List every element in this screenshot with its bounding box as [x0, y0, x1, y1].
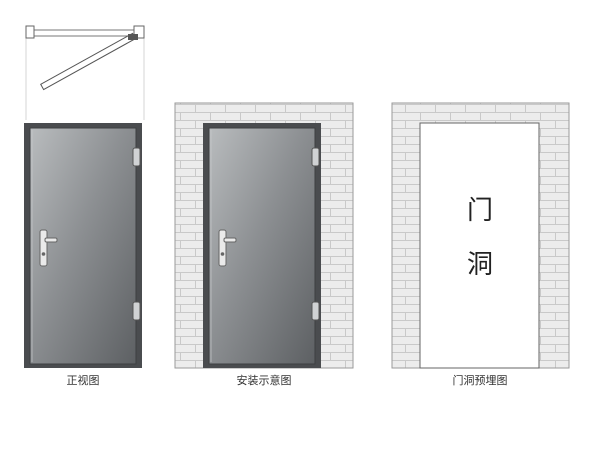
hinge-icon	[132, 147, 141, 321]
plan-view	[25, 25, 145, 120]
door-handle-icon	[218, 229, 237, 267]
opening-view	[391, 102, 570, 369]
opening-label-char-2: 洞	[466, 250, 493, 280]
door-handle-icon	[39, 229, 58, 267]
caption-installation: 安装示意图	[236, 374, 292, 387]
front-door-leaf	[29, 127, 137, 365]
front-view	[24, 25, 145, 368]
door-opening	[419, 122, 540, 369]
hinge-icon	[311, 147, 320, 321]
caption-opening: 门洞预埋图	[452, 374, 508, 387]
installation-door-leaf	[208, 127, 316, 365]
opening-label-char-1: 门	[466, 196, 493, 226]
installation-view	[174, 102, 354, 369]
caption-front-view: 正视图	[66, 374, 100, 387]
